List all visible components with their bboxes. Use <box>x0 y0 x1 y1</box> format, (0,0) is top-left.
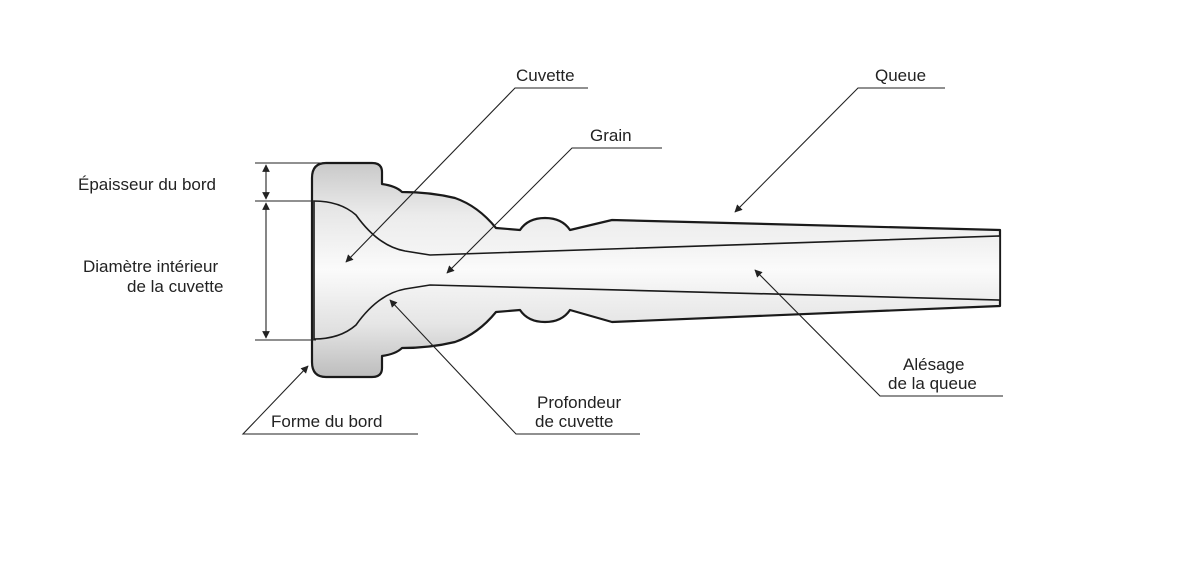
cup-diameter-label-line1: Diamètre intérieur <box>83 257 218 276</box>
cuvette-leader <box>345 87 588 263</box>
queue-leader <box>734 87 945 213</box>
backbore-leader <box>754 269 1003 397</box>
rim-shape-label: Forme du bord <box>271 412 383 431</box>
cup-depth-label-line2: de cuvette <box>535 412 613 431</box>
cup-cavity <box>313 200 1001 340</box>
backbore-label-line2: de la queue <box>888 374 977 393</box>
rim-shape-leader <box>241 365 418 435</box>
queue-label: Queue <box>875 66 926 85</box>
cup-diameter-label-line2: de la cuvette <box>127 277 223 296</box>
cup-depth-label-line1: Profondeur <box>537 393 621 412</box>
backbore-label-line1: Alésage <box>903 355 964 374</box>
cuvette-label: Cuvette <box>516 66 575 85</box>
grain-label: Grain <box>590 126 632 145</box>
rim-thickness-label: Épaisseur du bord <box>78 175 216 194</box>
cup-depth-leader <box>389 299 640 435</box>
grain-leader <box>446 147 662 274</box>
